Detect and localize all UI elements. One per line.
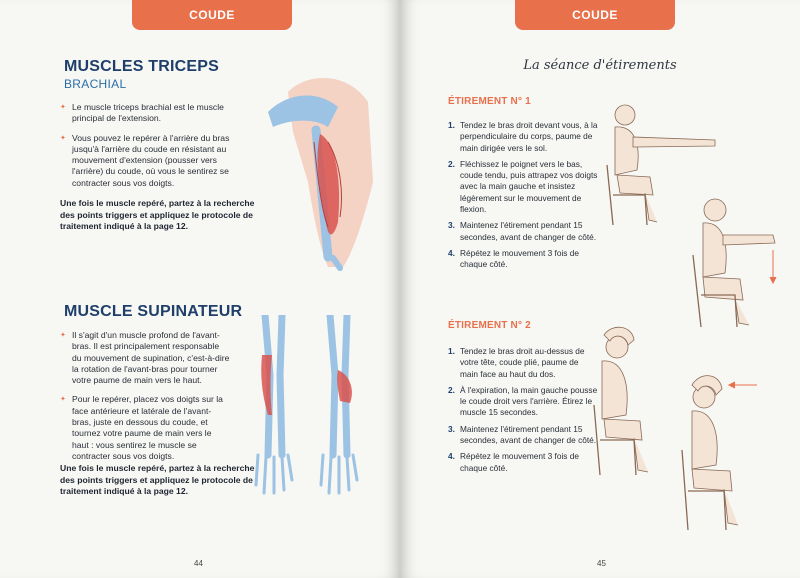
step-number: 1. bbox=[448, 346, 455, 356]
section-title-triceps: MUSCLES TRICEPS bbox=[64, 58, 220, 75]
chapter-tab: COUDE bbox=[132, 0, 292, 30]
step-item: 2. À l'expiration, la main gauche pousse … bbox=[448, 385, 598, 419]
triceps-note: Une fois le muscle repéré, partez à la r… bbox=[60, 198, 255, 231]
stretch-1-steps: 1. Tendez le bras droit devant vous, à la… bbox=[448, 120, 598, 276]
stretch-1-illustration bbox=[606, 104, 777, 328]
step-text: Tendez le bras droit devant vous, à la p… bbox=[460, 120, 598, 153]
triceps-bullets: Le muscle triceps brachial est le muscle… bbox=[60, 102, 230, 197]
step-text: Fléchissez le poignet vers le bas, coude… bbox=[460, 158, 598, 215]
step-text: Maintenez l'étirement pendant 15 seconde… bbox=[460, 423, 597, 446]
step-number: 2. bbox=[448, 158, 455, 169]
bullet-item: Le muscle triceps brachial est le muscle… bbox=[60, 102, 230, 125]
step-text: Tendez le bras droit au-dessus de votre … bbox=[460, 346, 585, 379]
bullet-item: Pour le repérer, placez vos doigts sur l… bbox=[60, 394, 230, 462]
page-number-right: 45 bbox=[597, 559, 606, 568]
left-page: COUDE MUSCLES TRICEPS BRACHIAL Le muscle… bbox=[0, 0, 400, 578]
step-text: Maintenez l'étirement pendant 15 seconde… bbox=[460, 220, 597, 242]
section-title-supinateur: MUSCLE SUPINATEUR bbox=[64, 303, 243, 320]
forearm-illustration bbox=[254, 315, 359, 495]
bullet-item: Il s'agit d'un muscle profond de l'avant… bbox=[60, 330, 230, 386]
step-item: 1. Tendez le bras droit au-dessus de votr… bbox=[448, 346, 598, 380]
step-number: 4. bbox=[448, 247, 455, 258]
stretch-2-steps: 1. Tendez le bras droit au-dessus de votr… bbox=[448, 346, 598, 479]
stretch-2-title: ÉTIREMENT N° 2 bbox=[448, 320, 531, 331]
step-number: 4. bbox=[448, 451, 455, 462]
triceps-arm-illustration bbox=[268, 78, 373, 271]
step-item: 4. Répétez le mouvement 3 fois de chaque … bbox=[448, 451, 598, 474]
step-number: 3. bbox=[448, 220, 455, 231]
supinateur-note: Une fois le muscle repéré, partez à la r… bbox=[60, 463, 255, 496]
stretch-2-illustration bbox=[593, 326, 757, 531]
step-item: 3. Maintenez l'étirement pendant 15 secon… bbox=[448, 424, 598, 447]
step-item: 3. Maintenez l'étirement pendant 15 secon… bbox=[448, 220, 598, 243]
section-subtitle-triceps: BRACHIAL bbox=[64, 77, 127, 91]
page-number-left: 44 bbox=[194, 559, 203, 568]
step-item: 1. Tendez le bras droit devant vous, à la… bbox=[448, 120, 598, 154]
step-item: 2. Fléchissez le poignet vers le bas, cou… bbox=[448, 159, 598, 215]
step-number: 3. bbox=[448, 423, 455, 434]
step-text: Répétez le mouvement 3 fois de chaque cô… bbox=[460, 451, 579, 473]
chapter-tab: COUDE bbox=[515, 0, 675, 30]
step-number: 1. bbox=[448, 120, 455, 130]
page-title: La séance d'étirements bbox=[523, 58, 677, 73]
stretch-1-title: ÉTIREMENT N° 1 bbox=[448, 96, 531, 107]
step-item: 4. Répétez le mouvement 3 fois de chaque … bbox=[448, 248, 598, 271]
step-text: Répétez le mouvement 3 fois de chaque cô… bbox=[460, 247, 579, 270]
supinateur-bullets: Il s'agit d'un muscle profond de l'avant… bbox=[60, 330, 230, 470]
step-number: 2. bbox=[448, 384, 455, 395]
right-page: COUDE La séance d'étirements ÉTIREMENT N… bbox=[400, 0, 800, 578]
step-text: À l'expiration, la main gauche pousse le… bbox=[460, 384, 598, 418]
bullet-item: Vous pouvez le repérer à l'arrière du br… bbox=[60, 133, 230, 189]
